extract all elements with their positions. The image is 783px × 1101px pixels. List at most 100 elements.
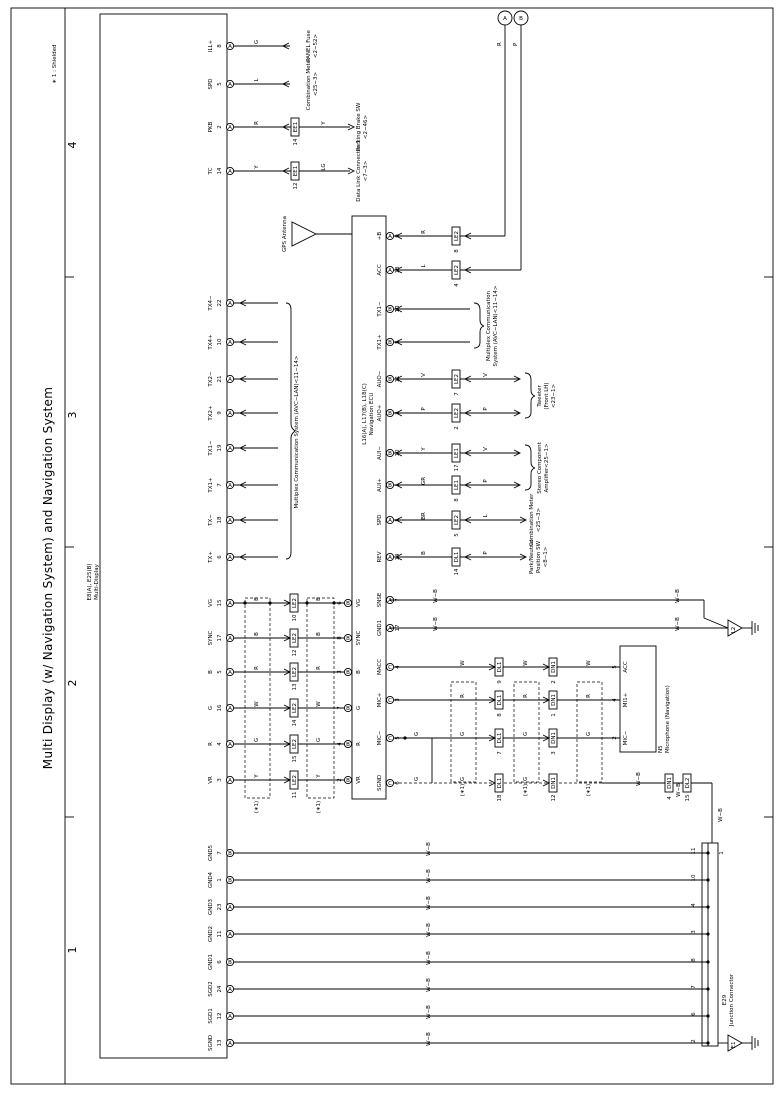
dest-stub-3-arrow <box>513 449 522 457</box>
ecu-left-pin-6-number: 2 <box>337 778 343 782</box>
stereo-brace <box>524 444 536 491</box>
mic-bottom-b-connector-pin: 15 <box>685 794 691 801</box>
video-shield-node-2 <box>268 601 272 605</box>
mic-wire-2-a-connector-label: DL1 <box>497 695 503 706</box>
md-pin-15-name: B <box>208 670 214 674</box>
md-pin-17-pin-type: A <box>228 742 232 748</box>
mic-wire-4-a-connector-label: DL1 <box>497 778 503 789</box>
md-pin-22-number: 11 <box>217 931 223 938</box>
md-pin-26-number: 13 <box>217 1039 223 1046</box>
column-number-4: 4 <box>66 142 79 149</box>
dest-tweeter-line-1: Tweeter <box>537 385 543 408</box>
ecu-left-pin-5-pin-circle <box>343 739 353 749</box>
junction-ground-label: E1 <box>731 1042 737 1049</box>
mic-bottom-color-2: W−B <box>676 783 682 797</box>
junction-wire-3-pin: 4 <box>691 903 697 907</box>
ecu-left-pin-2-pin-circle <box>343 633 353 643</box>
md-pin-4-pin-type: A <box>228 169 232 175</box>
md-pin-7-name: TX2− <box>208 371 214 388</box>
md-pin-5-number: 22 <box>217 300 223 307</box>
md-pin-1-pin-circle <box>225 41 235 51</box>
snse-wire-label-2: W−B <box>675 589 681 603</box>
right-wire-5-b-arrow <box>463 375 472 383</box>
ecu-pin-15-name: MIC− <box>377 730 383 745</box>
video-wire-5-connector-label: LE2 <box>292 739 298 749</box>
ecu-pin-2-pin-circle <box>385 265 395 275</box>
md-pin-10-pin-circle <box>225 480 235 490</box>
mux-wire-6-arrow <box>238 481 247 489</box>
md-pin-23-pin-circle <box>225 957 235 967</box>
ecu-left-pin-1-number: 6 <box>337 601 343 605</box>
mic-wire-2-color-2: R <box>523 694 529 698</box>
column-number-1: 1 <box>66 947 79 954</box>
ecu-pin-6-pin-circle <box>385 408 395 418</box>
mux-wire-4-arrow <box>238 409 247 417</box>
video-wire-4-color-2: W <box>316 701 322 707</box>
video-wire-6-color-1: Y <box>254 774 260 779</box>
top-wire-2-color: L <box>254 78 260 82</box>
mic-wire-4-a-arrow <box>488 779 497 787</box>
md-pin-20-name: GND4 <box>208 871 214 888</box>
gnd1-wire-label-2: W−B <box>675 617 681 631</box>
ecu-pin-14-name: MIC+ <box>377 692 383 707</box>
mic-wire-1-b-connector-label: DN1 <box>551 661 557 673</box>
md-pin-14-number: 17 <box>217 634 223 641</box>
video-shield-2 <box>306 597 335 799</box>
navigation-ecu-box <box>351 215 387 800</box>
video-wire-4-connector-label: LE2 <box>292 703 298 713</box>
md-pin-9-name: TX1− <box>208 440 214 457</box>
dest-stereo-line-2: Amplifier<25−1> <box>544 443 550 492</box>
md-pin-8-name: TX2+ <box>208 405 214 422</box>
md-pin-21-number: 23 <box>217 903 223 910</box>
md-pin-26-name: SGND <box>208 1035 214 1051</box>
ground-point-label: L2 <box>731 627 737 634</box>
right-wire-6-arrow <box>394 409 403 417</box>
right-wire-5-connector-box <box>451 369 461 389</box>
mic-bottom-color-1: W−B <box>636 772 642 786</box>
mic-wire-4-b-connector-label: DN1 <box>551 777 557 789</box>
top-wire-3-connector-label: EE1 <box>293 122 299 132</box>
video-wire-3-color-1: R <box>254 666 260 670</box>
md-pin-15-pin-type: A <box>228 670 232 676</box>
md-pin-18-name: VR <box>208 776 214 784</box>
top-wire-1-arrow <box>281 42 290 50</box>
md-pin-5-pin-type: A <box>228 301 232 307</box>
ecu-left-pin-2-name: SYNC <box>356 630 362 645</box>
junction-wire-8-color: W−B <box>426 1032 432 1046</box>
right-wire-3-pin: 10 <box>395 305 401 312</box>
md-pin-3-number: 2 <box>217 125 223 129</box>
video-wire-3-connector-label: LE2 <box>292 667 298 677</box>
ecu-pin-8-pin-circle <box>385 480 395 490</box>
md-pin-23-pin-type: B <box>228 960 232 966</box>
right-wire-5-connector-label: LE2 <box>454 374 460 384</box>
top-wire-4-arrow <box>281 167 290 175</box>
junction-wire-4-color: W−B <box>426 923 432 937</box>
junction-wire-2-pin: 10 <box>691 874 697 881</box>
mic-wire-1-a-arrow <box>488 663 497 671</box>
md-pin-7-number: 21 <box>217 376 223 383</box>
right-wire-2-connector-label: LE2 <box>454 265 460 275</box>
mux-wire-3-arrow <box>238 375 247 383</box>
right-wire-10-connector-box <box>451 547 461 567</box>
ecu-pin-16-name: SGND <box>377 775 383 791</box>
ecu-left-pin-3-number: 3 <box>337 670 343 674</box>
md-pin-19-name: GND5 <box>208 844 214 861</box>
junction-connector-id: E29 <box>722 994 728 1005</box>
ecu-pin-1-pin-type: A <box>388 234 392 240</box>
shield-footnote: ∗ 1 : Shielded <box>52 45 58 84</box>
mic-wire-2-a-arrow <box>488 696 497 704</box>
right-wire-7-connector-box <box>451 443 461 463</box>
navigation-ecu-name: Navigation ECU <box>369 393 375 436</box>
dest-stub-1-arrow <box>513 375 522 383</box>
mic-wire-2-a-connector-pin: 8 <box>497 713 503 717</box>
right-wire-5-color-2: V <box>483 373 489 377</box>
right-wire-8-b-arrow <box>463 481 472 489</box>
mic-g-color-b: G <box>414 777 420 781</box>
mic-bottom-a-connector-label: DN1 <box>667 777 673 789</box>
ecu-left-pin-3-name: B <box>356 670 362 674</box>
video-wire-5-color-2: G <box>316 738 322 742</box>
md-pin-22-pin-type: A <box>228 932 232 938</box>
